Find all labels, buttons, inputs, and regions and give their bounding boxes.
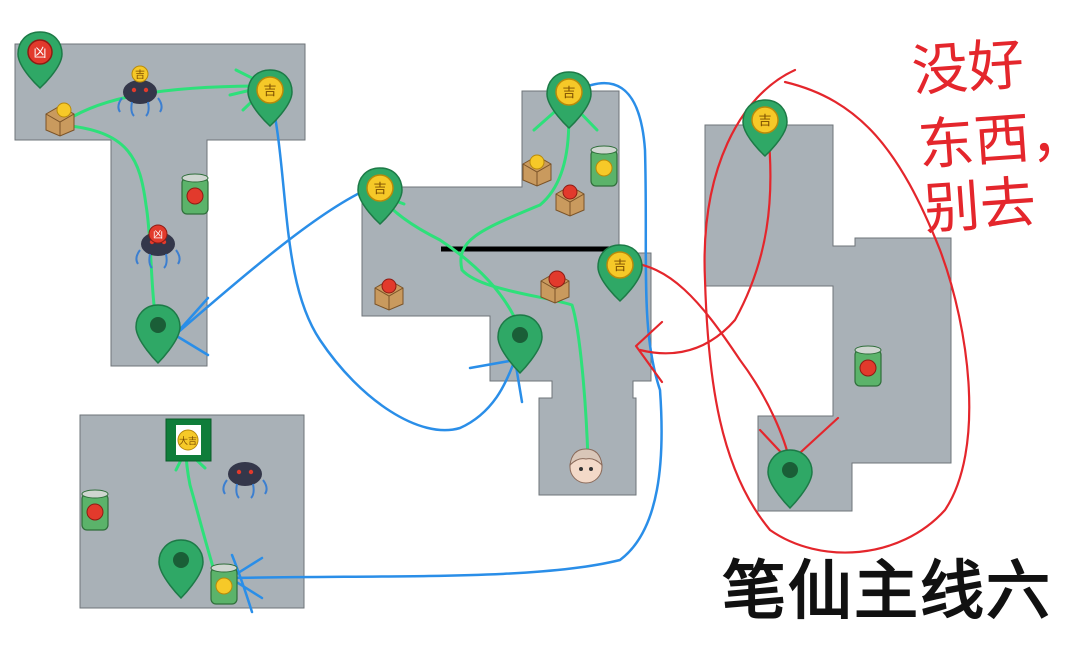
- handwritten-note-line-1: 没好: [909, 32, 1027, 105]
- ji-glyph: 吉: [373, 182, 386, 197]
- room-t-shape: [14, 43, 306, 367]
- can-icon: [81, 489, 109, 531]
- ji-pin-icon: 吉: [247, 69, 293, 127]
- red-notes: [623, 68, 971, 554]
- ji-glyph: 吉: [613, 259, 626, 274]
- can-icon: [210, 563, 238, 605]
- markers-t-room: 凶 吉 吉 凶: [17, 31, 293, 364]
- red-route-return: [638, 128, 772, 355]
- ji-glyph: 吉: [562, 86, 575, 101]
- can-icon: [181, 173, 209, 215]
- handwritten-note-line-2: 东西，: [915, 102, 1080, 179]
- red-arrowhead-1: [634, 320, 664, 384]
- xiong-glyph: 凶: [33, 46, 46, 61]
- xiong-pin-icon: 凶: [17, 31, 63, 89]
- exit-glyph: 大吉: [179, 435, 197, 447]
- ji-pin-icon: 吉: [546, 71, 592, 129]
- box-icon: [45, 102, 75, 137]
- blue-route-central-to-t: [173, 186, 372, 337]
- can-icon: [854, 345, 882, 387]
- xiong-glyph: 凶: [153, 229, 163, 241]
- blue-route-t-to-central: [268, 88, 517, 432]
- markers-right-room: 吉: [742, 99, 882, 509]
- green-route-central: [459, 100, 590, 462]
- monster-icon: 吉: [117, 65, 163, 117]
- red-route-to-right-room: [623, 260, 792, 464]
- handwritten-note-line-3: 别去: [921, 170, 1039, 243]
- player-character-icon: [569, 448, 603, 484]
- exit-door-icon: 大吉: [165, 418, 212, 462]
- box-icon: [374, 278, 404, 311]
- box-icon: [540, 270, 570, 304]
- monster-icon: 凶: [135, 224, 181, 269]
- blue-route-tail: [230, 553, 254, 614]
- page-title: 笔仙主线六: [722, 555, 1052, 629]
- box-icon: [555, 184, 585, 217]
- markers-exit-room: 大吉: [81, 418, 268, 605]
- can-icon: [590, 145, 618, 187]
- blue-route-long-loop: [228, 81, 663, 580]
- markers-central-room: 吉 吉 吉: [357, 71, 643, 484]
- ji-pin-icon: 吉: [742, 99, 788, 157]
- ji-pin-icon: 吉: [597, 244, 643, 302]
- ji-pin-icon: 吉: [357, 167, 403, 225]
- box-icon: [522, 154, 552, 187]
- room-right: [704, 124, 952, 512]
- ji-glyph: 吉: [263, 84, 276, 99]
- red-warning-circle: [703, 68, 971, 554]
- ji-glyph: 吉: [135, 69, 145, 81]
- ji-glyph: 吉: [758, 114, 771, 129]
- green-route-central-2: [378, 193, 522, 332]
